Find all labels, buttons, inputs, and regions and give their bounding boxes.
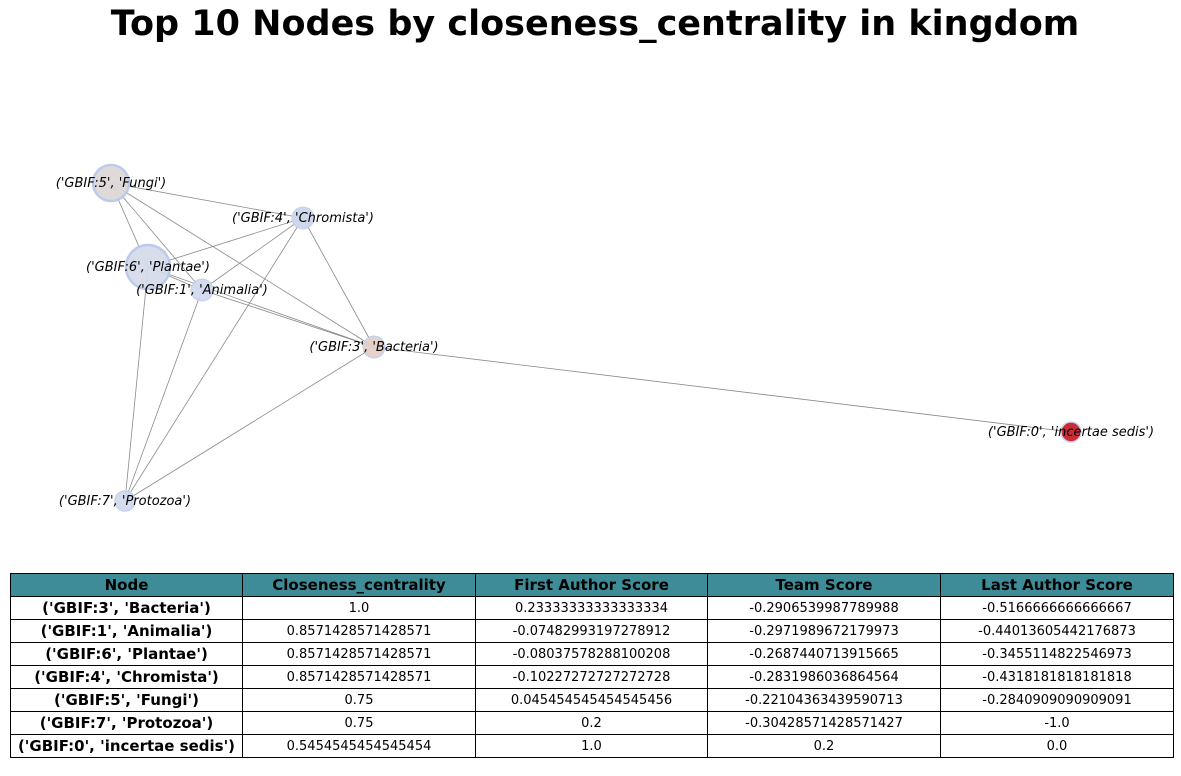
network-edge (124, 289, 203, 502)
cell-team-score: 0.2 (707, 734, 941, 758)
cell-closeness-centrality: 0.75 (242, 688, 476, 712)
cell-node: ('GBIF:6', 'Plantae') (10, 642, 243, 666)
network-edge (373, 346, 1072, 433)
network-node (291, 206, 315, 230)
table-row: ('GBIF:4', 'Chromista') 0.85714285714285… (10, 665, 1174, 689)
table-row: ('GBIF:7', 'Protozoa') 0.75 0.2 -0.30428… (10, 711, 1174, 735)
cell-last-author-score: -0.5166666666666667 (940, 596, 1174, 620)
column-header-first-author-score: First Author Score (475, 573, 708, 597)
cell-team-score: -0.2687440713915665 (707, 642, 941, 666)
network-node (362, 335, 386, 359)
cell-team-score: -0.2971989672179973 (707, 619, 941, 643)
network-node (1060, 421, 1082, 443)
chart-title: Top 10 Nodes by closeness_centrality in … (110, 4, 1080, 44)
cell-last-author-score: -1.0 (940, 711, 1174, 735)
node-label: ('GBIF:1', 'Animalia') (136, 283, 268, 298)
network-edge (147, 266, 375, 348)
cell-first-author-score: 1.0 (475, 734, 708, 758)
cell-closeness-centrality: 0.8571428571428571 (242, 642, 476, 666)
network-node (190, 278, 214, 302)
column-header-team-score: Team Score (707, 573, 941, 597)
labels-layer: ('GBIF:5', 'Fungi') ('GBIF:4', 'Chromista… (56, 176, 1154, 509)
column-header-last-author-score: Last Author Score (940, 573, 1174, 597)
cell-first-author-score: -0.07482993197278912 (475, 619, 708, 643)
cell-first-author-score: 0.23333333333333334 (475, 596, 708, 620)
cell-last-author-score: -0.44013605442176873 (940, 619, 1174, 643)
table-row: ('GBIF:3', 'Bacteria') 1.0 0.23333333333… (10, 596, 1174, 620)
cell-first-author-score: 0.2 (475, 711, 708, 735)
cell-node: ('GBIF:5', 'Fungi') (10, 688, 243, 712)
column-header-closeness-centrality: Closeness_centrality (242, 573, 476, 597)
cell-team-score: -0.2906539987789988 (707, 596, 941, 620)
cell-node: ('GBIF:1', 'Animalia') (10, 619, 243, 643)
node-label: ('GBIF:6', 'Plantae') (86, 260, 210, 275)
cell-closeness-centrality: 0.5454545454545454 (242, 734, 476, 758)
node-label: ('GBIF:0', 'incertae sedis') (988, 425, 1154, 440)
cell-team-score: -0.2831986036864564 (707, 665, 941, 689)
cell-team-score: -0.22104363439590713 (707, 688, 941, 712)
cell-last-author-score: 0.0 (940, 734, 1174, 758)
network-edge (110, 182, 304, 219)
network-edge (110, 182, 375, 348)
cell-node: ('GBIF:0', 'incertae sedis') (10, 734, 243, 758)
table-row: ('GBIF:5', 'Fungi') 0.75 0.0454545454545… (10, 688, 1174, 712)
network-node (114, 490, 136, 512)
cell-node: ('GBIF:3', 'Bacteria') (10, 596, 243, 620)
network-edge (124, 346, 375, 502)
network-edge (124, 217, 304, 502)
table-row: ('GBIF:6', 'Plantae') 0.8571428571428571… (10, 642, 1174, 666)
table-row: ('GBIF:0', 'incertae sedis') 0.545454545… (10, 734, 1174, 758)
cell-last-author-score: -0.4318181818181818 (940, 665, 1174, 689)
cell-node: ('GBIF:7', 'Protozoa') (10, 711, 243, 735)
network-edge (124, 266, 149, 502)
nodes-layer (91, 163, 1082, 512)
cell-last-author-score: -0.2840909090909091 (940, 688, 1174, 712)
table-header-row: Node Closeness_centrality First Author S… (10, 573, 1174, 597)
network-node (124, 243, 172, 291)
node-label: ('GBIF:3', 'Bacteria') (309, 340, 438, 355)
network-edge (201, 217, 304, 291)
network-node (91, 163, 131, 203)
cell-last-author-score: -0.3455114822546973 (940, 642, 1174, 666)
edges-layer (110, 182, 1072, 502)
cell-closeness-centrality: 0.8571428571428571 (242, 665, 476, 689)
cell-first-author-score: 0.045454545454545456 (475, 688, 708, 712)
node-label: ('GBIF:7', 'Protozoa') (59, 494, 191, 509)
network-edge (201, 289, 375, 348)
node-label: ('GBIF:4', 'Chromista') (232, 211, 374, 226)
table-row: ('GBIF:1', 'Animalia') 0.857142857142857… (10, 619, 1174, 643)
centrality-table: Node Closeness_centrality First Author S… (10, 573, 1174, 758)
cell-closeness-centrality: 0.75 (242, 711, 476, 735)
node-label: ('GBIF:5', 'Fungi') (56, 176, 167, 191)
cell-first-author-score: -0.10227272727272728 (475, 665, 708, 689)
cell-team-score: -0.30428571428571427 (707, 711, 941, 735)
cell-closeness-centrality: 0.8571428571428571 (242, 619, 476, 643)
cell-first-author-score: -0.08037578288100208 (475, 642, 708, 666)
network-edge (110, 182, 203, 291)
column-header-node: Node (10, 573, 243, 597)
network-edge (147, 217, 304, 268)
network-edge (302, 217, 375, 348)
cell-closeness-centrality: 1.0 (242, 596, 476, 620)
network-graph: ('GBIF:5', 'Fungi') ('GBIF:4', 'Chromista… (56, 163, 1154, 512)
cell-node: ('GBIF:4', 'Chromista') (10, 665, 243, 689)
